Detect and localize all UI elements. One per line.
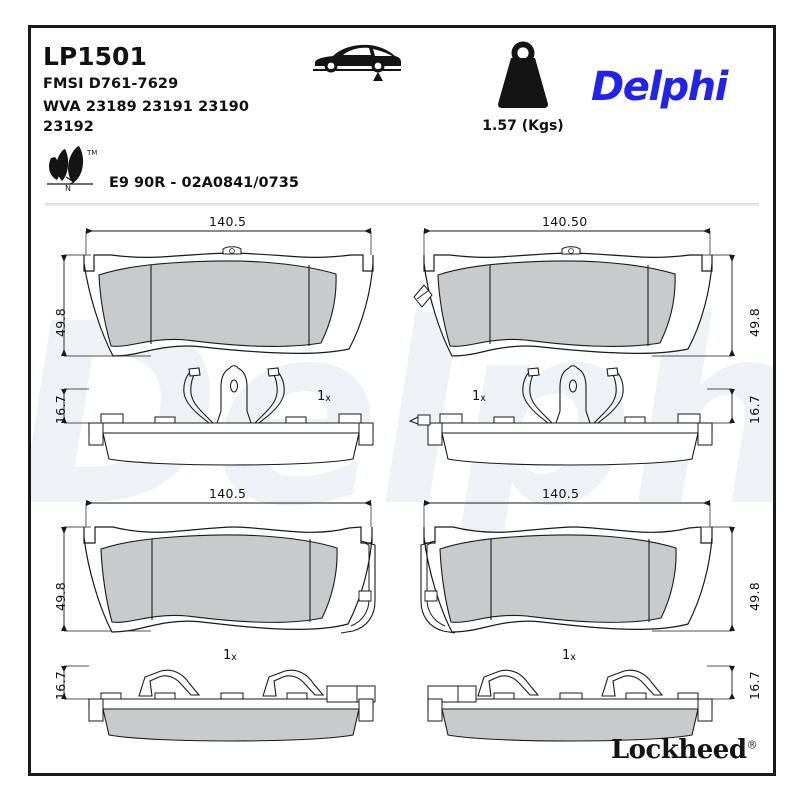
registered-mark: ® [746, 738, 758, 752]
dim-thickness-bottom-left: 16.7 [53, 670, 68, 700]
wva-code-line-1: WVA 23189 23191 23190 [43, 99, 250, 115]
dim-height-top-right: 49.8 [747, 307, 762, 337]
dim-width-bottom-left: 140.5 [209, 486, 247, 501]
fmsi-code: FMSI D761-7629 [43, 76, 179, 92]
drawing-grid: 140.5 49.8 16.7 1x [31, 211, 773, 751]
car-rear-axle-icon [309, 40, 405, 84]
quantity-bottom-left: 1x [223, 648, 237, 663]
product-codes: LP1501 FMSI D761-7629 WVA 23189 23191 23… [43, 42, 313, 137]
homologation-code: E9 90R - 02A0841/0735 [109, 175, 299, 191]
dim-height-top-left: 49.8 [53, 307, 68, 337]
lockheed-wordmark: Lockheed [610, 735, 747, 765]
wva-code-line-2: 23192 [43, 119, 94, 135]
dim-height-bottom-right: 49.8 [747, 581, 762, 611]
pad-bottom-left-svg [61, 500, 376, 742]
dim-thickness-bottom-right: 16.7 [747, 670, 762, 700]
dim-height-bottom-left: 49.8 [53, 581, 68, 611]
quantity-top-right: 1x [472, 389, 486, 404]
eco-leaf-icon: N TM [43, 144, 99, 193]
pad-top-left-svg [61, 228, 374, 466]
quantity-top-left: 1x [317, 389, 331, 404]
drawing-pad-bottom-left: 140.5 49.8 16.7 1x [31, 481, 402, 751]
drawing-pad-top-right: 140.50 49.8 16.7 1x [402, 211, 773, 481]
drawing-pad-bottom-right: 140.5 49.8 16.7 1x [402, 481, 773, 751]
lockheed-logo: Lockheed® [610, 735, 758, 765]
pad-top-right-svg [408, 228, 735, 466]
weight-value: 1.57 (Kgs) [482, 118, 564, 134]
eco-tm-mark: TM [86, 149, 97, 157]
header-divider [45, 203, 759, 206]
eco-letter-n: N [65, 184, 71, 192]
quantity-bottom-right: 1x [562, 648, 576, 663]
dim-thickness-top-right: 16.7 [747, 394, 762, 424]
delphi-logo: Delphi [591, 64, 728, 110]
dim-thickness-top-left: 16.7 [53, 394, 68, 424]
dim-width-top-right: 140.50 [542, 214, 588, 229]
page-title: LP1501 [43, 42, 147, 71]
datasheet-frame: Delphi LP1501 FMSI D761-7629 WVA 23189 2… [28, 25, 776, 776]
dim-width-top-left: 140.5 [209, 214, 247, 229]
drawing-pad-top-left: 140.5 49.8 16.7 1x [31, 211, 402, 481]
header: LP1501 FMSI D761-7629 WVA 23189 23191 23… [31, 28, 773, 211]
eco-homologation-row: N TM E9 90R - 02A0841/0735 [43, 144, 299, 193]
dim-width-bottom-right: 140.5 [542, 486, 580, 501]
weight-kettlebell-icon [463, 38, 583, 116]
weight-block: 1.57 (Kgs) [463, 38, 583, 134]
pad-bottom-right-svg [420, 500, 735, 742]
